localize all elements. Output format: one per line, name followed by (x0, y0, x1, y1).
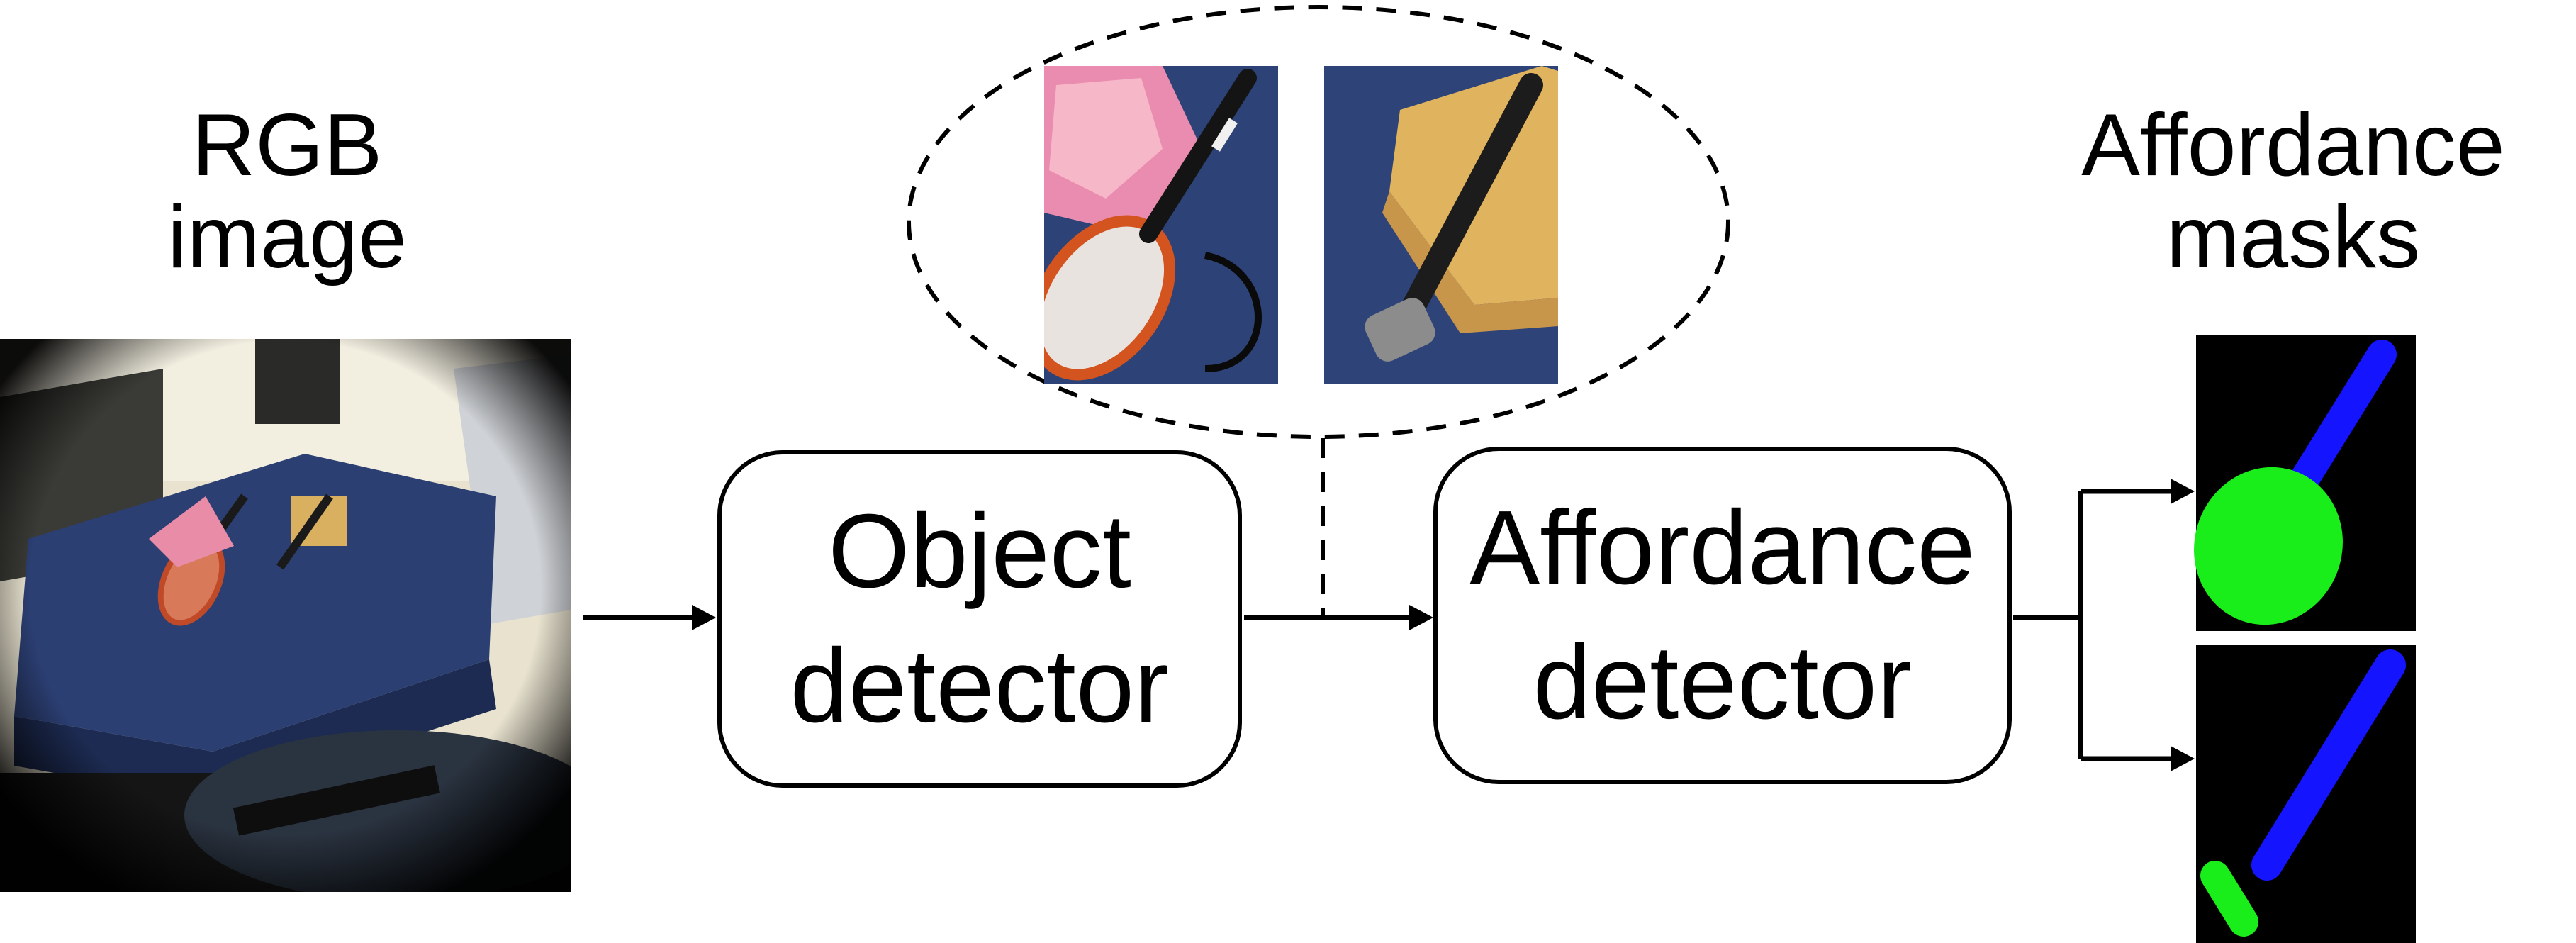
affordance-mask-racket (2194, 335, 2416, 631)
masks-caption-line-2: masks (2166, 189, 2421, 286)
object-crop-hammer (1324, 66, 1558, 384)
masks-caption-line-1: Affordance (2081, 96, 2505, 194)
detected-objects-ellipse (907, 5, 1730, 439)
affordance-detector-line-1: Affordance (1469, 489, 1976, 606)
arrow-object-to-affordance-detector (1244, 605, 1433, 630)
affordance-mask-hammer (2196, 645, 2416, 943)
object-detector-line-1: Object (828, 493, 1131, 610)
arrows-to-masks (2013, 479, 2195, 771)
rgb-input-image (0, 339, 571, 892)
object-crop-racket (1044, 66, 1278, 384)
rgb-caption-line-1: RGB (191, 96, 383, 194)
affordance-detector-line-2: detector (1533, 624, 1913, 741)
object-detector-block: Object detector (717, 450, 1242, 788)
affordance-detector-block: Affordance detector (1433, 447, 2012, 784)
rgb-caption-line-2: image (167, 189, 407, 286)
affordance-masks-caption: Affordance masks (2042, 99, 2545, 284)
arrow-input-to-object-detector (583, 605, 716, 630)
object-detector-line-2: detector (790, 627, 1170, 744)
rgb-image-caption: RGB image (71, 99, 503, 284)
